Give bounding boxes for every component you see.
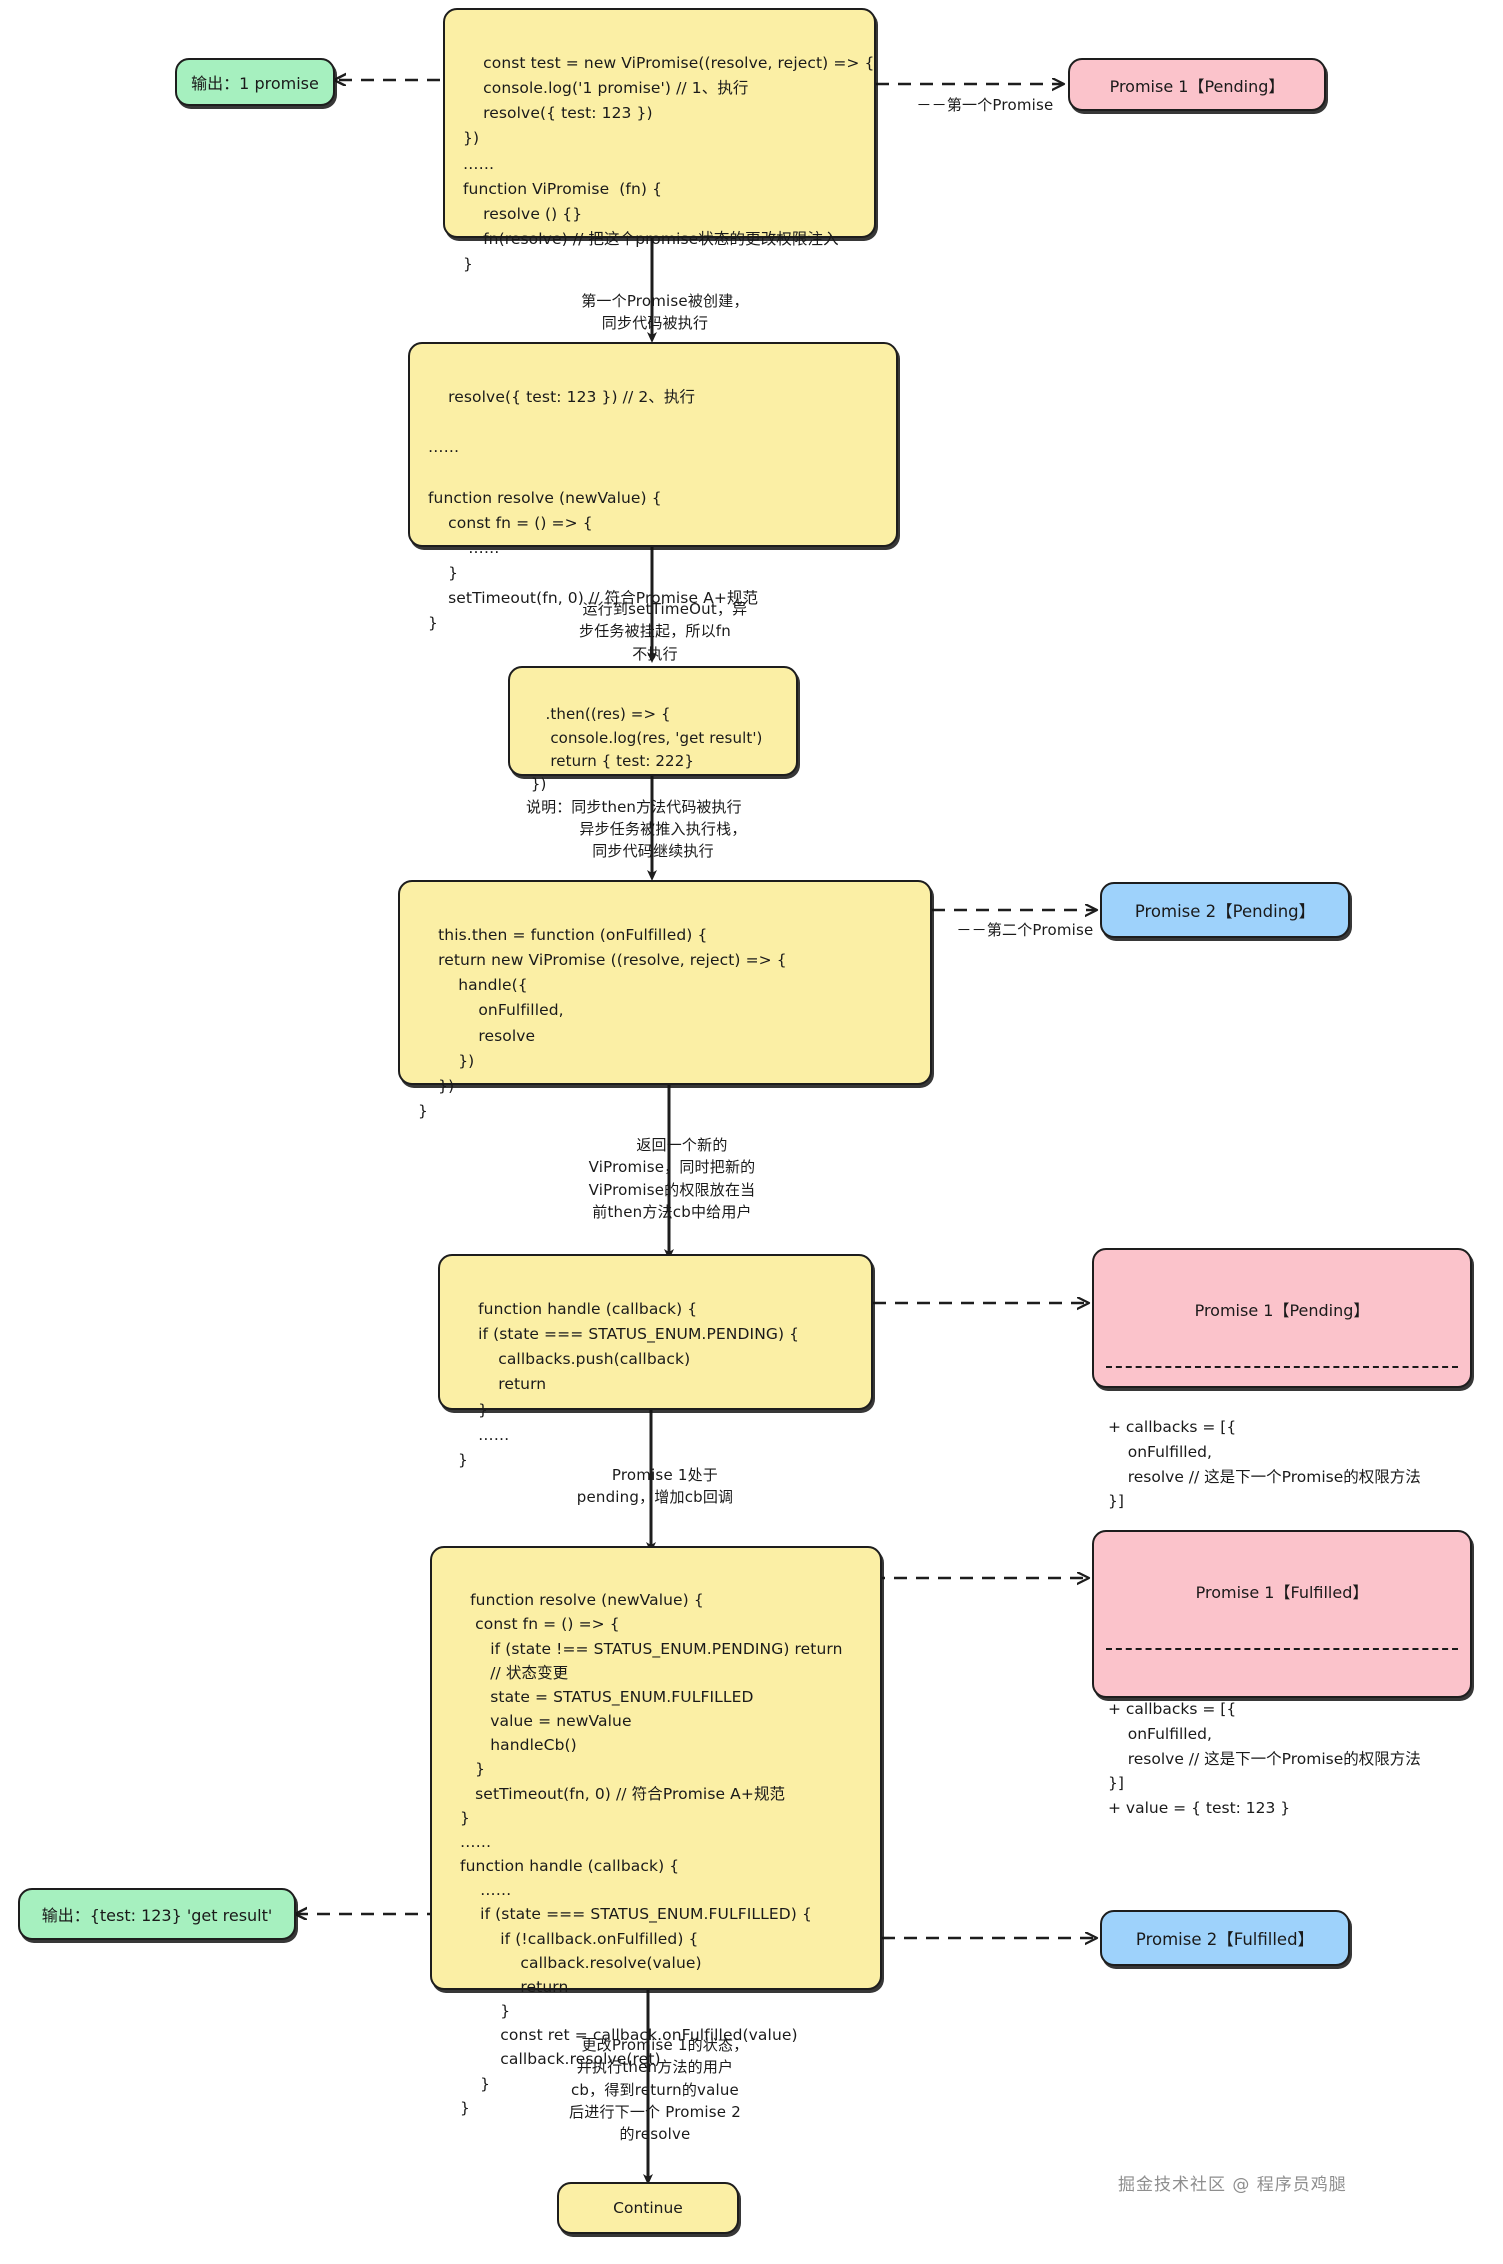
- code-block-1-text: const test = new ViPromise((resolve, rej…: [463, 54, 875, 273]
- code-block-4: this.then = function (onFulfilled) { ret…: [398, 880, 932, 1120]
- promise-1-fulfilled: Promise 1【Fulfilled】 + callbacks = [{ on…: [1092, 1530, 1472, 1817]
- edge-label-async-push-text: 异步任务被推入执行栈， 同步代码继续执行: [579, 820, 747, 861]
- continue-node: Continue: [557, 2182, 739, 2234]
- promise-1-pending-mid-body: + callbacks = [{ onFulfilled, resolve //…: [1108, 1418, 1421, 1511]
- output-node-1-label: 输出：1 promise: [191, 74, 319, 93]
- code-block-2: resolve({ test: 123 }) // 2、执行 …… functi…: [408, 342, 898, 632]
- code-block-5-text: function handle (callback) { if (state =…: [458, 1300, 800, 1469]
- edge-label-return-new: 返回一个新的 ViPromise，同时把新的 ViPromise的权限放在当 前…: [552, 1112, 792, 1245]
- edge-label-first-promise-text: －－第一个Promise: [916, 96, 1054, 115]
- edge-label-change-state: 更改Promise 1的状态， 并执行then方法的用户 cb，得到return…: [530, 2012, 780, 2167]
- code-block-5: function handle (callback) { if (state =…: [438, 1254, 873, 1469]
- output-node-1: 输出：1 promise: [175, 58, 335, 106]
- edge-label-second-promise: －－第二个Promise: [930, 897, 1100, 964]
- promise-1-pending-mid: Promise 1【Pending】 + callbacks = [{ onFu…: [1092, 1248, 1472, 1510]
- promise-1-fulfilled-divider: [1106, 1648, 1458, 1650]
- promise-2-pending-label: Promise 2【Pending】: [1134, 902, 1316, 921]
- promise-2-fulfilled: Promise 2【Fulfilled】: [1100, 1910, 1350, 1966]
- edge-label-second-promise-text: －－第二个Promise: [956, 921, 1094, 940]
- output-node-2: 输出：{test: 123} 'get result': [18, 1888, 296, 1940]
- promise-1-pending-top: Promise 1【Pending】: [1068, 58, 1326, 111]
- code-block-6-text: function resolve (newValue) { const fn =…: [460, 1591, 843, 2117]
- promise-1-pending-top-label: Promise 1【Pending】: [1109, 76, 1285, 96]
- promise-1-pending-mid-title: Promise 1【Pending】: [1194, 1301, 1370, 1320]
- edge-label-created-sync-text: 第一个Promise被创建， 同步代码被执行: [581, 292, 749, 333]
- code-block-2-text: resolve({ test: 123 }) // 2、执行 …… functi…: [428, 388, 759, 633]
- output-node-2-label: 输出：{test: 123} 'get result': [41, 1906, 273, 1925]
- edge-label-settimeout-suspend: 运行到setTimeOut，异 步任务被挂起，所以fn 不执行: [540, 576, 770, 687]
- promise-1-fulfilled-body: + callbacks = [{ onFulfilled, resolve //…: [1108, 1700, 1421, 1818]
- code-block-1: const test = new ViPromise((resolve, rej…: [443, 8, 876, 273]
- code-block-4-text: this.then = function (onFulfilled) { ret…: [418, 926, 787, 1120]
- edge-label-created-sync: 第一个Promise被创建， 同步代码被执行: [540, 268, 770, 357]
- edge-label-first-promise: －－第一个Promise: [890, 72, 1060, 139]
- edge-label-change-state-text: 更改Promise 1的状态， 并执行then方法的用户 cb，得到return…: [569, 2036, 749, 2143]
- edge-label-return-new-text: 返回一个新的 ViPromise，同时把新的 ViPromise的权限放在当 前…: [588, 1136, 756, 1221]
- code-block-6: function resolve (newValue) { const fn =…: [430, 1546, 882, 2117]
- continue-node-label: Continue: [613, 2199, 683, 2217]
- promise-1-fulfilled-title: Promise 1【Fulfilled】: [1195, 1583, 1369, 1602]
- edge-label-pending-add-cb-text: Promise 1处于 pending，增加cb回调: [576, 1466, 734, 1507]
- code-block-3-text: .then((res) => { console.log(res, 'get r…: [526, 705, 763, 817]
- edge-label-async-push: 异步任务被推入执行栈， 同步代码继续执行: [528, 796, 778, 885]
- promise-1-pending-mid-divider: [1106, 1366, 1458, 1368]
- edge-label-settimeout-suspend-text: 运行到setTimeOut，异 步任务被挂起，所以fn 不执行: [579, 600, 748, 663]
- edge-label-pending-add-cb: Promise 1处于 pending，增加cb回调: [540, 1442, 770, 1531]
- watermark-text: 掘金技术社区 @ 程序员鸡腿: [1118, 2175, 1347, 2195]
- watermark: 掘金技术社区 @ 程序员鸡腿: [1118, 2170, 1347, 2195]
- code-block-3: .then((res) => { console.log(res, 'get r…: [508, 666, 798, 816]
- promise-2-fulfilled-label: Promise 2【Fulfilled】: [1135, 1930, 1315, 1949]
- promise-2-pending: Promise 2【Pending】: [1100, 882, 1350, 938]
